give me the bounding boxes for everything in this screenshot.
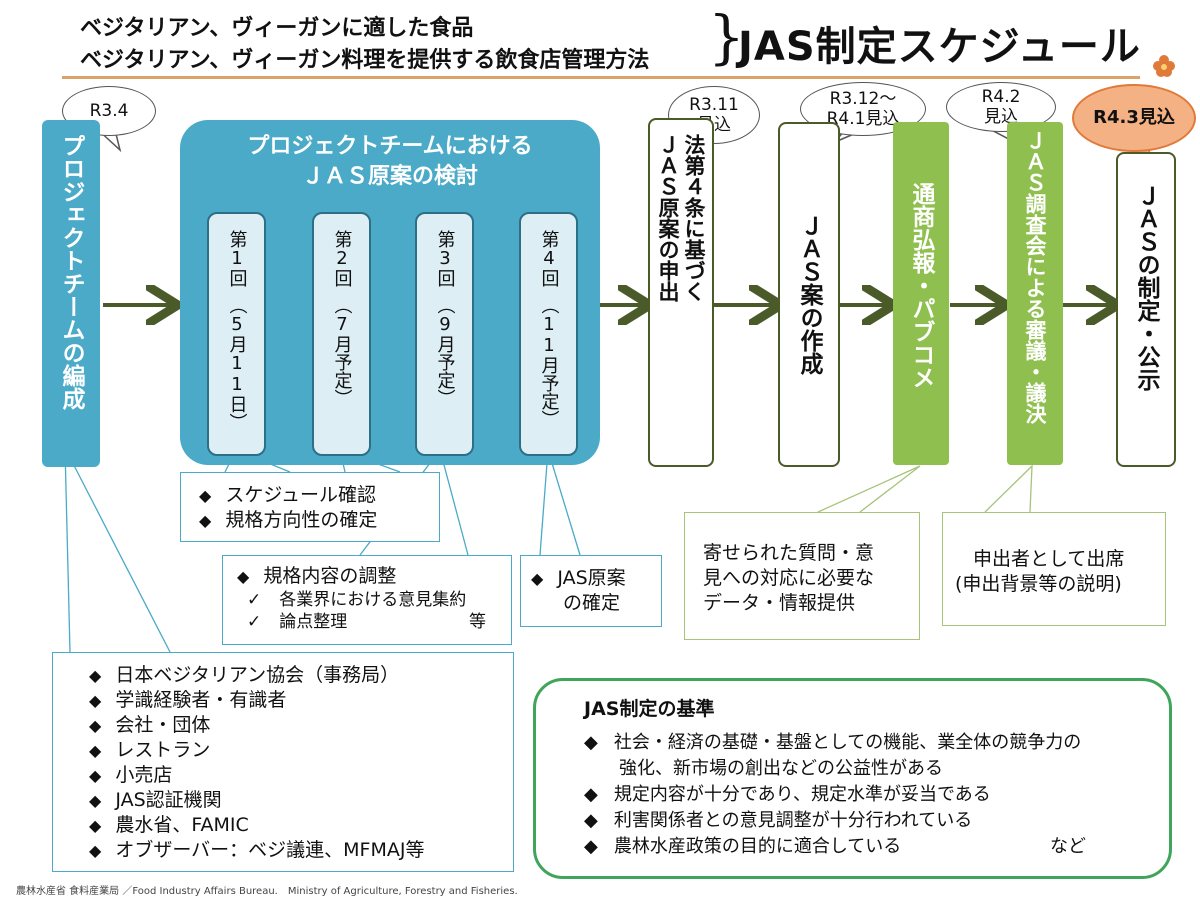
header-rule <box>62 76 1140 79</box>
session-label: 第3回 （9月予定） <box>434 230 456 407</box>
pointer-final <box>539 449 581 556</box>
step-label: ＪＡＳ原案の申出 <box>656 134 680 302</box>
diamond-bullet-icon: ◆ <box>199 486 212 505</box>
step-draft: ＪＡＳ案の作成 <box>778 122 840 467</box>
callout-item: ◆スケジュール確認 <box>199 484 376 506</box>
pointer-members <box>64 447 171 653</box>
member-item: ◆オブザーバー：ベジ議連、MFMAJ等 <box>89 839 425 861</box>
callout-item: の確定 <box>563 592 621 614</box>
step-label: 法第４条に基づく <box>682 134 706 302</box>
date-bubble-r4-3: R4.3見込 <box>1072 84 1196 152</box>
step-council: ＪＡＳ調査会による審議・議決 <box>1007 122 1063 465</box>
member-item: ◆小売店 <box>89 764 173 786</box>
date-bubble-label: R3.12～ <box>829 89 897 109</box>
callout-item: ◆JAS原案 <box>531 567 626 589</box>
step-enactment: ＪＡＳの制定・公示 <box>1116 152 1176 467</box>
diamond-bullet-icon: ◆ <box>584 784 598 805</box>
step-proposal: 法第４条に基づく ＪＡＳ原案の申出 <box>648 118 714 467</box>
callout-line: 見への対応に必要な <box>703 567 875 589</box>
session-label: 第4回 （11月予定） <box>538 230 560 428</box>
callout-data-provision: 寄せられた質問・意 見への対応に必要な データ・情報提供 <box>684 512 920 640</box>
callout-line: 寄せられた質問・意 <box>703 542 875 564</box>
project-review-title-line2: ＪＡＳ原案の検討 <box>301 164 478 189</box>
diamond-bullet-icon: ◆ <box>199 511 212 530</box>
session-label: 第2回 （7月予定） <box>331 230 353 407</box>
callout-line: (申出背景等の説明) <box>955 573 1122 595</box>
pointer-attend <box>984 464 1033 513</box>
criteria-item: ◆規定内容が十分であり、規定水準が妥当である <box>584 784 991 805</box>
callout-members: ◆日本ベジタリアン協会（事務局） ◆学識経験者・有識者 ◆会社・団体 ◆レストラ… <box>52 652 514 872</box>
diamond-bullet-icon: ◆ <box>89 666 102 685</box>
diamond-bullet-icon: ◆ <box>584 732 598 753</box>
session-3: 第3回 （9月予定） <box>415 212 474 456</box>
criteria-heading: JAS制定の基準 <box>584 698 715 720</box>
diamond-bullet-icon: ◆ <box>584 810 598 831</box>
header-brace: } <box>708 3 745 71</box>
callout-item: ◆規格内容の調整 <box>237 565 397 587</box>
session-label: 第1回 （5月11日） <box>226 230 248 431</box>
criteria-item: ◆農林水産政策の目的に適合している <box>584 836 902 857</box>
diamond-bullet-icon: ◆ <box>89 791 102 810</box>
callout-check-item: ✓論点整理等 <box>247 612 486 632</box>
plum-blossom-icon <box>1152 54 1176 78</box>
member-item: ◆日本ベジタリアン協会（事務局） <box>89 664 400 686</box>
date-bubble-label: R3.11 <box>689 95 739 115</box>
diamond-bullet-icon: ◆ <box>89 716 102 735</box>
criteria-item: ◆利害関係者との意見調整が十分行われている <box>584 810 973 831</box>
criteria-etc: など <box>1050 836 1086 857</box>
callout-check-item: ✓各業界における意見集約 <box>247 590 467 610</box>
project-review-title: プロジェクトチームにおける ＪＡＳ原案の検討 <box>180 132 600 192</box>
diamond-bullet-icon: ◆ <box>237 567 250 586</box>
project-review-title-line1: プロジェクトチームにおける <box>247 134 533 159</box>
callout-final: ◆JAS原案 の確定 <box>520 555 662 627</box>
pointer-data <box>817 465 921 513</box>
page-title: JAS制定スケジュール <box>738 24 1141 70</box>
diamond-bullet-icon: ◆ <box>89 741 102 760</box>
etc-label: 等 <box>469 612 486 632</box>
member-item: ◆農水省、FAMIC <box>89 814 249 836</box>
header-subtitle-2: ベジタリアン、ヴィーガン料理を提供する飲食店管理方法 <box>80 48 650 73</box>
check-icon: ✓ <box>247 612 262 632</box>
diamond-bullet-icon: ◆ <box>89 691 102 710</box>
session-1: 第1回 （5月11日） <box>207 212 266 456</box>
step-label: 通商弘報・パブコメ <box>908 182 934 389</box>
step-label: プロジェクトチームの編成 <box>58 134 84 410</box>
step-public-notice: 通商弘報・パブコメ <box>893 122 949 465</box>
member-item: ◆JAS認証機関 <box>89 789 222 811</box>
diamond-bullet-icon: ◆ <box>584 836 598 857</box>
date-bubble-label: R4.2 <box>981 87 1021 107</box>
member-item: ◆レストラン <box>89 739 211 761</box>
callout-schedule: ◆スケジュール確認 ◆規格方向性の確定 <box>180 472 440 542</box>
diamond-bullet-icon: ◆ <box>531 569 544 588</box>
member-item: ◆学識経験者・有識者 <box>89 689 287 711</box>
date-bubble-label: R3.4 <box>89 101 129 121</box>
criteria-box <box>533 678 1172 879</box>
check-icon: ✓ <box>247 590 262 610</box>
session-4: 第4回 （11月予定） <box>519 212 578 456</box>
callout-item: ◆規格方向性の確定 <box>199 509 378 531</box>
member-item: ◆会社・団体 <box>89 714 211 736</box>
footer-credit: 農林水産省 食料産業局 ／Food Industry Affairs Burea… <box>16 886 518 897</box>
diamond-bullet-icon: ◆ <box>89 766 102 785</box>
criteria-item: ◆社会・経済の基礎・基盤としての機能、業全体の競争力の <box>584 732 1082 753</box>
criteria-item-continued: 強化、新市場の創出などの公益性がある <box>619 758 943 779</box>
step-label: ＪＡＳ調査会による審議・議決 <box>1023 130 1047 424</box>
session-2: 第2回 （7月予定） <box>312 212 371 456</box>
callout-attend: 申出者として出席 (申出背景等の説明) <box>942 512 1166 626</box>
step-label: ＪＡＳ案の作成 <box>796 214 822 375</box>
diamond-bullet-icon: ◆ <box>89 841 102 860</box>
callout-line: データ・情報提供 <box>703 592 856 614</box>
header-subtitle-1: ベジタリアン、ヴィーガンに適した食品 <box>80 16 474 41</box>
step-team-formation: プロジェクトチームの編成 <box>42 120 100 467</box>
step-label: ＪＡＳの制定・公示 <box>1133 184 1159 391</box>
callout-adjust: ◆規格内容の調整 ✓各業界における意見集約 ✓論点整理等 <box>222 555 512 645</box>
callout-line: 申出者として出席 <box>973 548 1125 570</box>
date-bubble-label: R4.1見込 <box>826 109 900 129</box>
date-bubble-label: R4.3見込 <box>1093 107 1175 128</box>
diamond-bullet-icon: ◆ <box>89 816 102 835</box>
